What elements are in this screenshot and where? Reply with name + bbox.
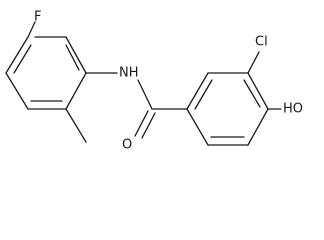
double-bond-inner	[13, 44, 32, 74]
carbonyl-double-bond	[141, 112, 156, 139]
fluoro-methyl-phenyl-ring	[5, 36, 87, 110]
carbonyl-double-bond	[134, 110, 149, 137]
chemical-structure-diagram: F NH O Cl HO	[5, 10, 303, 153]
carbonyl-oxygen-label: O	[122, 138, 132, 153]
nh-label: NH	[119, 66, 139, 81]
chlorine-label: Cl	[255, 35, 268, 50]
double-bond-inner	[243, 79, 261, 108]
bond	[186, 108, 209, 146]
fluorine-label: F	[34, 10, 41, 25]
double-bond-inner	[65, 44, 80, 71]
c-f-bond	[27, 21, 36, 38]
methyl-bond	[65, 108, 87, 143]
double-bond-inner	[194, 79, 213, 110]
bond	[186, 72, 209, 110]
bond	[247, 108, 269, 146]
bond	[65, 36, 87, 74]
c-cl-bond	[247, 51, 260, 74]
n-carbonyl-bond	[137, 79, 153, 110]
bond	[5, 36, 29, 74]
chloro-hydroxy-phenyl-ring	[186, 72, 269, 146]
bond	[247, 72, 269, 110]
bond	[65, 72, 87, 110]
hydroxyl-label: HO	[283, 102, 303, 117]
bond	[5, 72, 29, 110]
